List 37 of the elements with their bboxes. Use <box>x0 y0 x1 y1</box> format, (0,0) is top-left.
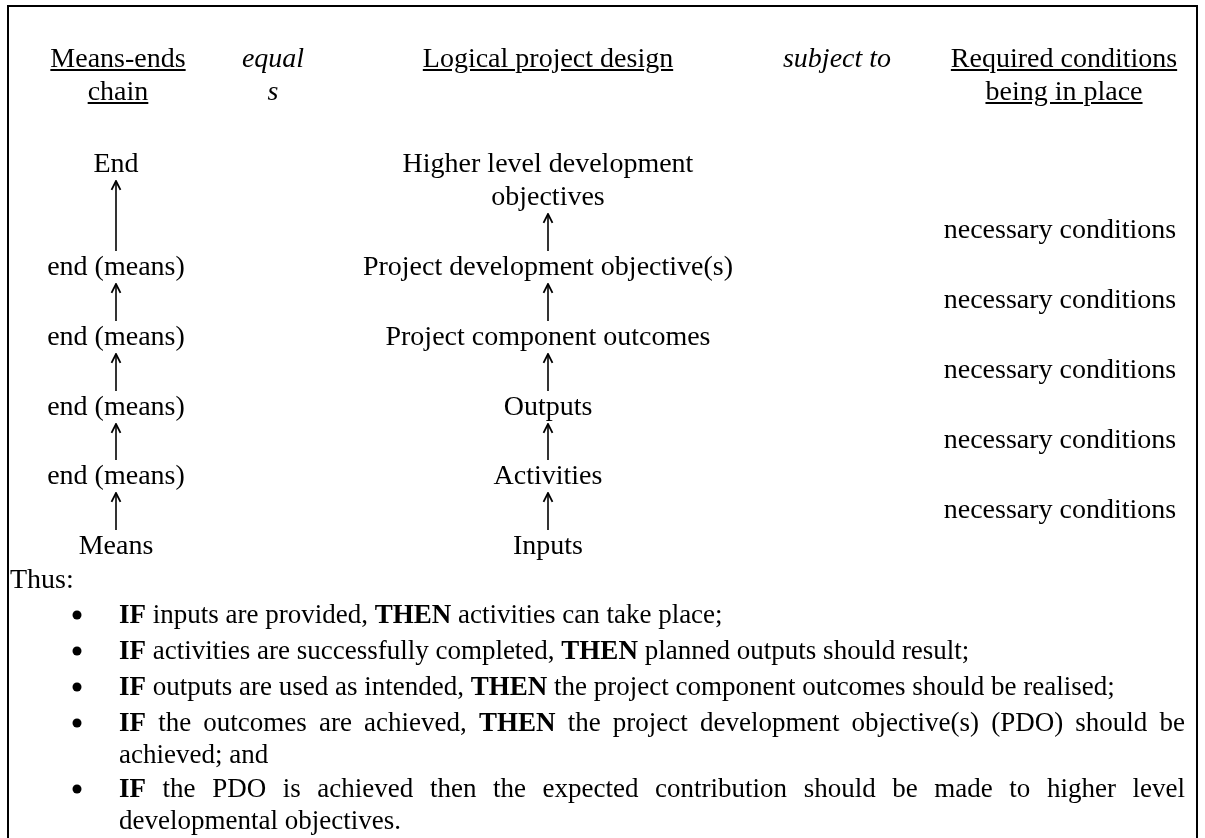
chain-step-text: End <box>26 146 206 179</box>
chain-step-text: end (means) <box>16 389 216 422</box>
chain-step-text: Activities <box>418 458 678 491</box>
up-arrow <box>110 180 122 252</box>
bullet-text: IF activities are successfully completed, THEN planned outputs should result; <box>119 634 971 666</box>
up-arrow <box>110 353 122 392</box>
up-arrow <box>110 283 122 322</box>
chain-step-text: Project component outcomes <box>328 319 768 352</box>
up-arrow <box>542 492 554 531</box>
chain-step-text: Means <box>26 528 206 561</box>
bullet-text: IF inputs are provided, THEN activities can take place; <box>119 598 724 630</box>
chain-step-text: Inputs <box>418 528 678 561</box>
up-arrow <box>110 423 122 461</box>
bullet-text: IF the PDO is achieved then the expected contribution should be made to higher level developmental objectives. <box>119 772 1185 836</box>
column-heading: Required conditions being in place <box>949 41 1179 107</box>
chain-step-text: end (means) <box>16 458 216 491</box>
chain-step-text: Higher level development objectives <box>378 146 718 212</box>
chain-step-text: Project development objective(s) <box>328 249 768 282</box>
up-arrow <box>542 283 554 322</box>
column-connector-word: subject to <box>781 41 893 74</box>
intro-text: Thus: <box>10 562 74 595</box>
column-connector-word: equal s <box>241 41 305 107</box>
condition-text: necessary conditions <box>942 212 1178 245</box>
bullet-text: IF outputs are used as intended, THEN the project component outcomes should be realised; <box>119 670 1116 702</box>
up-arrow <box>542 353 554 392</box>
up-arrow <box>110 492 122 531</box>
chain-step-text: end (means) <box>16 319 216 352</box>
column-heading: Logical project design <box>421 41 675 74</box>
chain-step-text: Outputs <box>418 389 678 422</box>
condition-text: necessary conditions <box>942 352 1178 385</box>
condition-text: necessary conditions <box>942 492 1178 525</box>
condition-text: necessary conditions <box>942 422 1178 455</box>
chain-step-text: end (means) <box>16 249 216 282</box>
up-arrow <box>542 423 554 461</box>
column-heading: Means-ends chain <box>49 41 187 107</box>
up-arrow <box>542 213 554 252</box>
condition-text: necessary conditions <box>942 282 1178 315</box>
